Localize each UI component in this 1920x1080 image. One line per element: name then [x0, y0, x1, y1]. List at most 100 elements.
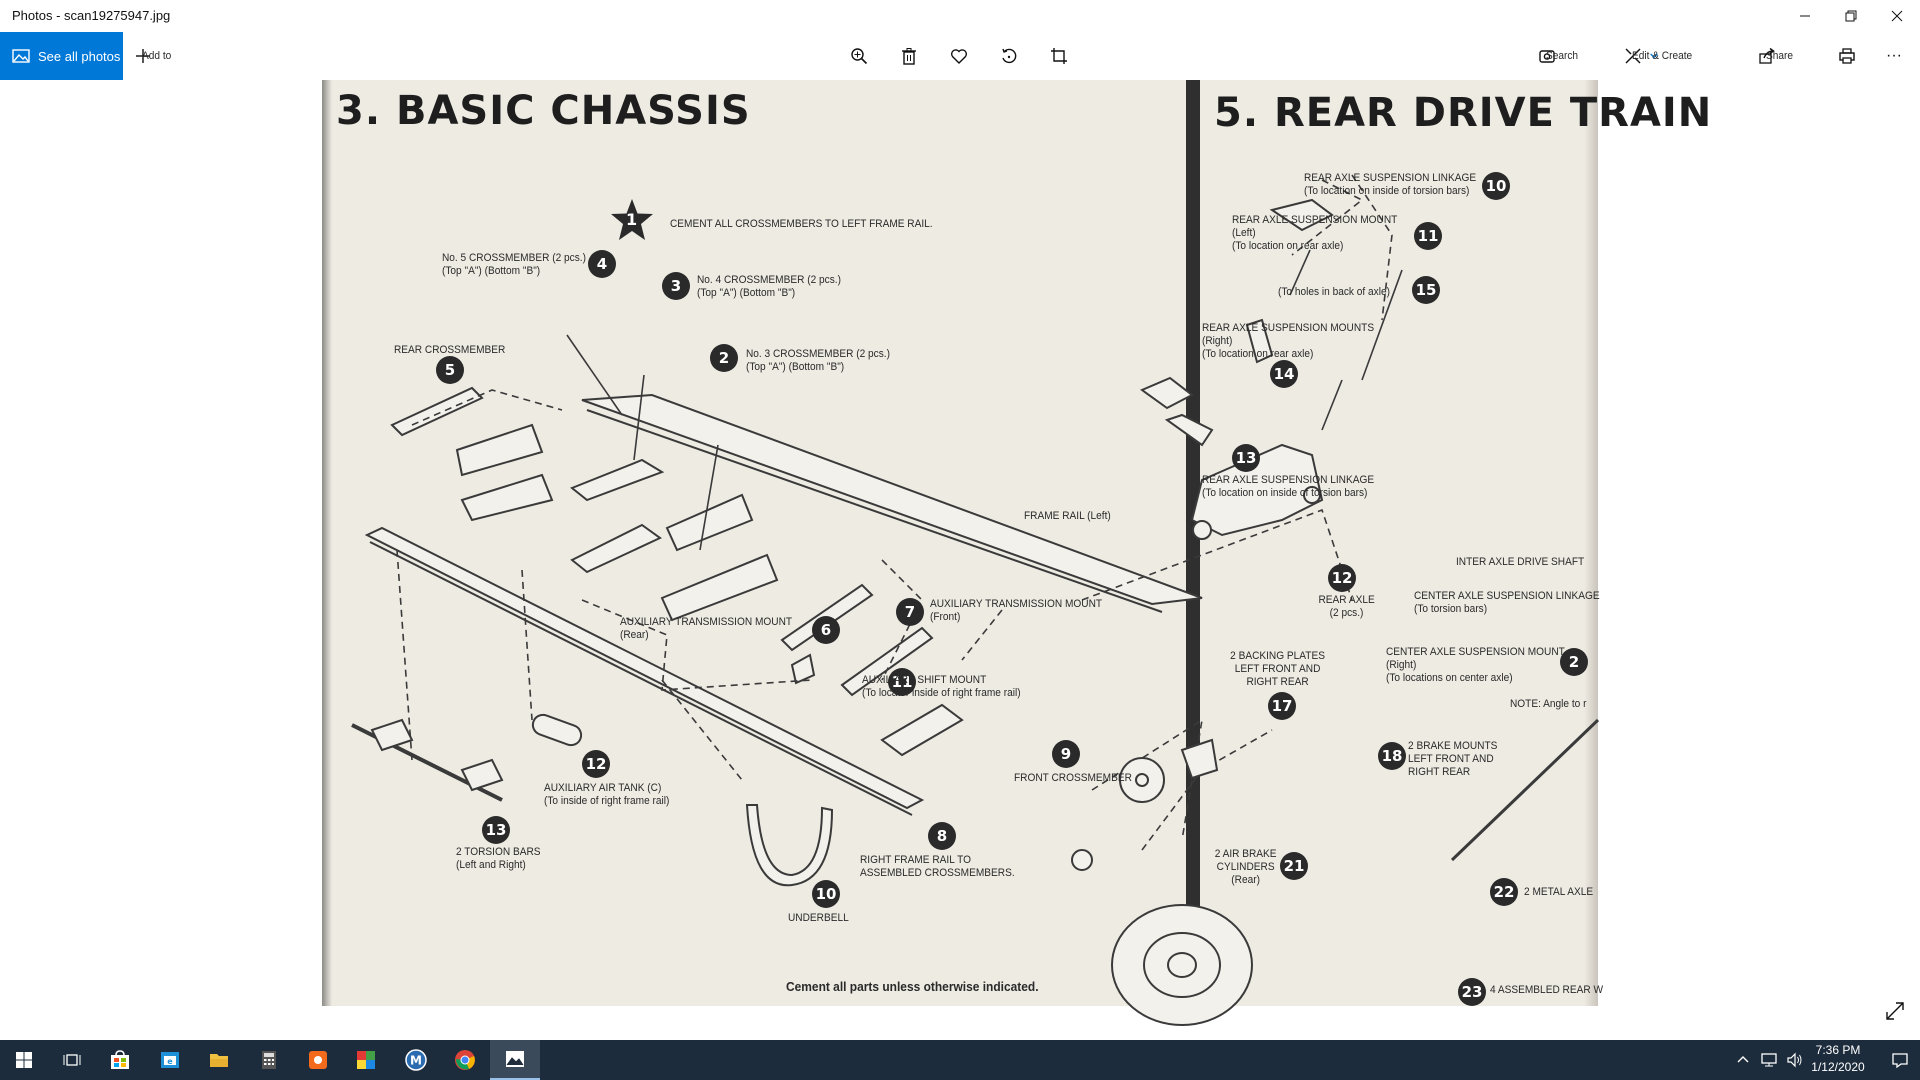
callout-text-center-axle-linkage: CENTER AXLE SUSPENSION LINKAGE (To torsi… [1414, 590, 1600, 615]
image-viewport[interactable]: 3. BASIC CHASSIS 5. REAR DRIVE TRAIN [0, 80, 1920, 1038]
window-title: Photos - scan19275947.jpg [12, 8, 171, 23]
clock-date: 1/12/2020 [1811, 1060, 1865, 1074]
edit-create-button[interactable]: Edit & Create [1624, 32, 1692, 80]
callout-text-rear-axle-mounts-right: REAR AXLE SUSPENSION MOUNTS (Right) (To … [1202, 322, 1375, 360]
taskbar-colorful-app[interactable] [342, 1040, 390, 1080]
app-toolbar: See all photos Add to Search Edit & Crea… [0, 32, 1920, 80]
taskbar-photos[interactable] [490, 1040, 540, 1080]
taskbar-chrome[interactable] [441, 1040, 489, 1080]
search-icon [1539, 50, 1555, 63]
callout-number-8: 8 [928, 822, 956, 850]
callout-text-note: NOTE: Angle to r [1510, 698, 1587, 710]
callout-text-frame-rail-left: FRAME RAIL (Left) [1024, 510, 1111, 522]
task-view-button[interactable] [48, 1040, 96, 1080]
app-orange-icon [309, 1051, 327, 1069]
callout-number-r2: 2 [1560, 648, 1588, 676]
callout-text-center-axle-mount: CENTER AXLE SUSPENSION MOUNT (Right) (To… [1386, 646, 1565, 684]
callout-text-aux-air-tank: AUXILIARY AIR TANK (C) (To inside of rig… [544, 782, 670, 807]
network-icon[interactable] [1760, 1052, 1778, 1068]
callout-text-right-frame-rail: RIGHT FRAME RAIL TO ASSEMBLED CROSSMEMBE… [860, 854, 1015, 879]
favorite-icon [950, 49, 968, 64]
share-icon [1759, 47, 1775, 64]
minimize-button[interactable] [1782, 0, 1828, 32]
add-to-button[interactable]: Add to [134, 32, 171, 80]
favorite-button[interactable] [950, 32, 968, 80]
callout-text-rear-axle-linkage-2: REAR AXLE SUSPENSION LINKAGE (To locatio… [1202, 474, 1375, 499]
photos-icon [506, 1051, 524, 1067]
volume-icon[interactable] [1786, 1052, 1804, 1068]
callout-number-4: 4 [588, 250, 616, 278]
restore-icon [1845, 10, 1857, 22]
callout-number-r23: 23 [1458, 978, 1486, 1006]
crop-button[interactable] [1050, 32, 1068, 80]
callout-number-3: 3 [662, 272, 690, 300]
search-button[interactable]: Search [1538, 32, 1578, 80]
callout-number-2: 2 [710, 344, 738, 372]
callout-text-rear-axle: REAR AXLE (2 pcs.) [1318, 594, 1375, 619]
windows-start-icon [16, 1052, 32, 1068]
edit-create-label: Edit & Create [1632, 49, 1693, 62]
callout-number-7: 7 [896, 598, 924, 626]
callout-text-rear-axle-mount-left: REAR AXLE SUSPENSION MOUNT (Left) (To lo… [1232, 214, 1398, 252]
see-all-photos-button[interactable]: See all photos [0, 32, 123, 80]
photos-icon [12, 49, 30, 63]
taskbar-calculator[interactable] [245, 1040, 293, 1080]
taskbar: e M 7:36 PM 1/12/2020 [0, 1040, 1920, 1080]
task-view-icon [63, 1054, 81, 1066]
search-label: Search [1546, 49, 1579, 62]
callout-number-10: 10 [812, 880, 840, 908]
crop-icon [1051, 48, 1067, 64]
expand-icon[interactable] [1884, 1000, 1906, 1022]
callout-text-brake-mounts: 2 BRAKE MOUNTS LEFT FRONT AND RIGHT REAR [1408, 740, 1498, 778]
action-center-button[interactable] [1880, 1040, 1920, 1080]
callout-text-underbell: UNDERBELL [788, 912, 849, 924]
scan-shadow-right [1584, 80, 1598, 1006]
more-button[interactable]: ··· [1886, 47, 1902, 64]
callout-number-r12: 12 [1328, 564, 1356, 592]
callout-text-no3-crossmember: No. 3 CROSSMEMBER (2 pcs.) (Top "A") (Bo… [746, 348, 890, 373]
rotate-button[interactable] [1000, 32, 1018, 80]
callout-number-6: 6 [812, 616, 840, 644]
taskbar-clock[interactable]: 7:36 PM 1/12/2020 [1800, 1042, 1876, 1078]
taskbar-file-explorer[interactable] [195, 1040, 243, 1080]
store-icon [111, 1050, 129, 1069]
section-title-rear-drive-train: 5. REAR DRIVE TRAIN [1214, 90, 1713, 136]
section-title-basic-chassis: 3. BASIC CHASSIS [336, 88, 751, 134]
zoom-button[interactable] [850, 32, 868, 80]
rotate-icon [1002, 48, 1017, 64]
callout-number-r10: 10 [1482, 172, 1510, 200]
print-button[interactable] [1838, 32, 1856, 80]
print-icon [1839, 48, 1855, 64]
callout-text-air-brake-cylinders: 2 AIR BRAKE CYLINDERS (Rear) [1214, 848, 1277, 886]
chevron-up-icon[interactable] [1736, 1053, 1750, 1067]
callout-text-torsion-bars: 2 TORSION BARS (Left and Right) [456, 846, 541, 871]
callout-number-r22: 22 [1490, 878, 1518, 906]
taskbar-m-app[interactable]: M [392, 1040, 440, 1080]
callout-number-12: 12 [582, 750, 610, 778]
callout-number-13: 13 [482, 816, 510, 844]
restore-button[interactable] [1828, 0, 1874, 32]
callout-text-front-crossmember: FRONT CROSSMEMBER [1014, 772, 1132, 784]
callout-number-r11: 11 [1414, 222, 1442, 250]
title-bar: Photos - scan19275947.jpg [0, 0, 1920, 32]
share-button[interactable]: Share [1758, 32, 1793, 80]
step-1-text: CEMENT ALL CROSSMEMBERS TO LEFT FRAME RA… [670, 218, 933, 230]
taskbar-explorer-app[interactable]: e [146, 1040, 194, 1080]
callout-number-r17: 17 [1268, 692, 1296, 720]
taskbar-store[interactable] [96, 1040, 144, 1080]
callout-text-metal-axle: 2 METAL AXLE [1524, 886, 1594, 898]
callout-text-no5-crossmember: No. 5 CROSSMEMBER (2 pcs.) (Top "A") (Bo… [442, 252, 586, 277]
step-star-icon [611, 199, 653, 240]
callout-number-r15: 15 [1412, 276, 1440, 304]
delete-button[interactable] [900, 32, 918, 80]
share-label: Share [1766, 49, 1794, 62]
callout-number-r18: 18 [1378, 742, 1406, 770]
zoom-in-icon [851, 48, 868, 65]
close-button[interactable] [1874, 0, 1920, 32]
close-icon [1891, 10, 1903, 22]
callout-number-r21: 21 [1280, 852, 1308, 880]
taskbar-orange-app[interactable] [294, 1040, 342, 1080]
start-button[interactable] [0, 1040, 48, 1080]
explorer-app-icon: e [161, 1052, 179, 1068]
callout-text-aux-trans-mount-front: AUXILIARY TRANSMISSION MOUNT (Front) [930, 598, 1103, 623]
